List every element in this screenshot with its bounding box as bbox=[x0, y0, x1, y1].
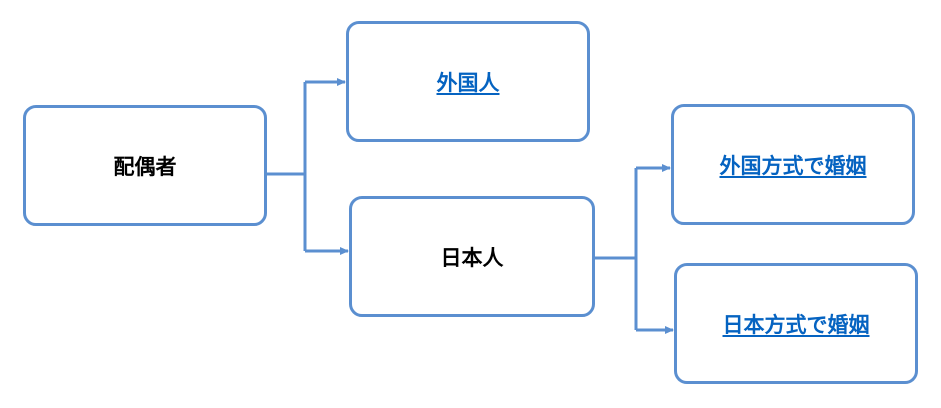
japanese-label: 日本人 bbox=[440, 245, 504, 270]
japanese-node: 日本人 bbox=[349, 196, 595, 317]
foreign-style-marriage-link[interactable]: 外国方式で婚姻 bbox=[719, 153, 867, 178]
foreigner-link[interactable]: 外国人 bbox=[436, 70, 500, 95]
japanese-style-marriage-node[interactable]: 日本方式で婚姻 bbox=[674, 263, 918, 384]
japanese-style-marriage-link[interactable]: 日本方式で婚姻 bbox=[722, 312, 870, 337]
spouse-label: 配偶者 bbox=[113, 154, 177, 179]
spouse-node: 配偶者 bbox=[23, 105, 267, 226]
foreign-style-marriage-node[interactable]: 外国方式で婚姻 bbox=[671, 104, 915, 225]
foreigner-node[interactable]: 外国人 bbox=[346, 21, 590, 142]
